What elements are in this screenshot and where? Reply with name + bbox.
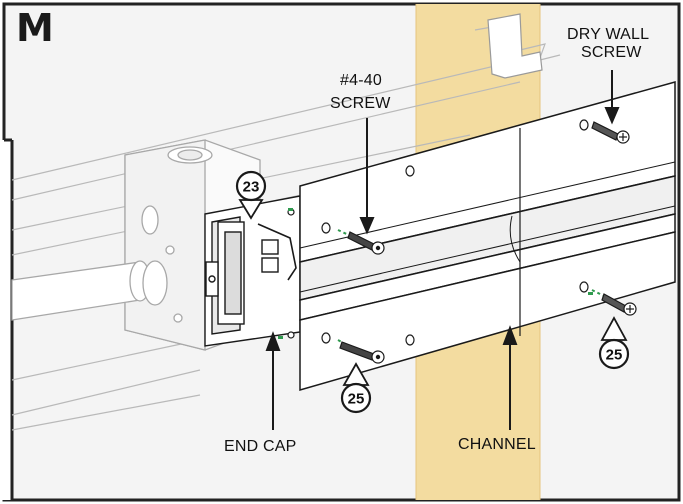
channel-holes	[287, 119, 589, 346]
callout-25-left: 25	[340, 382, 372, 414]
callout-23: 23	[235, 170, 267, 202]
channel-label: CHANNEL	[458, 436, 536, 453]
leader-lines	[238, 70, 628, 430]
drywall-screw-lower	[591, 289, 637, 316]
screw-440-upper	[337, 229, 385, 255]
alignment-dots	[278, 208, 593, 339]
callout-23-text: 23	[243, 179, 260, 196]
screw-440-label-line2: SCREW	[330, 95, 391, 112]
screw-440-label-line1: #4-40	[340, 72, 382, 89]
callout-25-right-text: 25	[606, 347, 623, 364]
dry-wall-screw-label-line2: SCREW	[581, 44, 642, 61]
dry-wall-screw-label-line1: DRY WALL	[567, 26, 650, 43]
drywall-screw-upper	[591, 121, 630, 144]
callout-25-left-text: 25	[348, 391, 365, 408]
end-cap-label: END CAP	[224, 438, 297, 455]
conduit	[11, 260, 168, 321]
step-letter: M	[16, 6, 54, 50]
callout-25-right: 25	[598, 338, 630, 370]
end-cap-plate	[204, 195, 301, 347]
stud-bracket	[487, 13, 543, 79]
panel-notch	[0, 140, 12, 500]
screw-440-lower	[337, 339, 385, 364]
